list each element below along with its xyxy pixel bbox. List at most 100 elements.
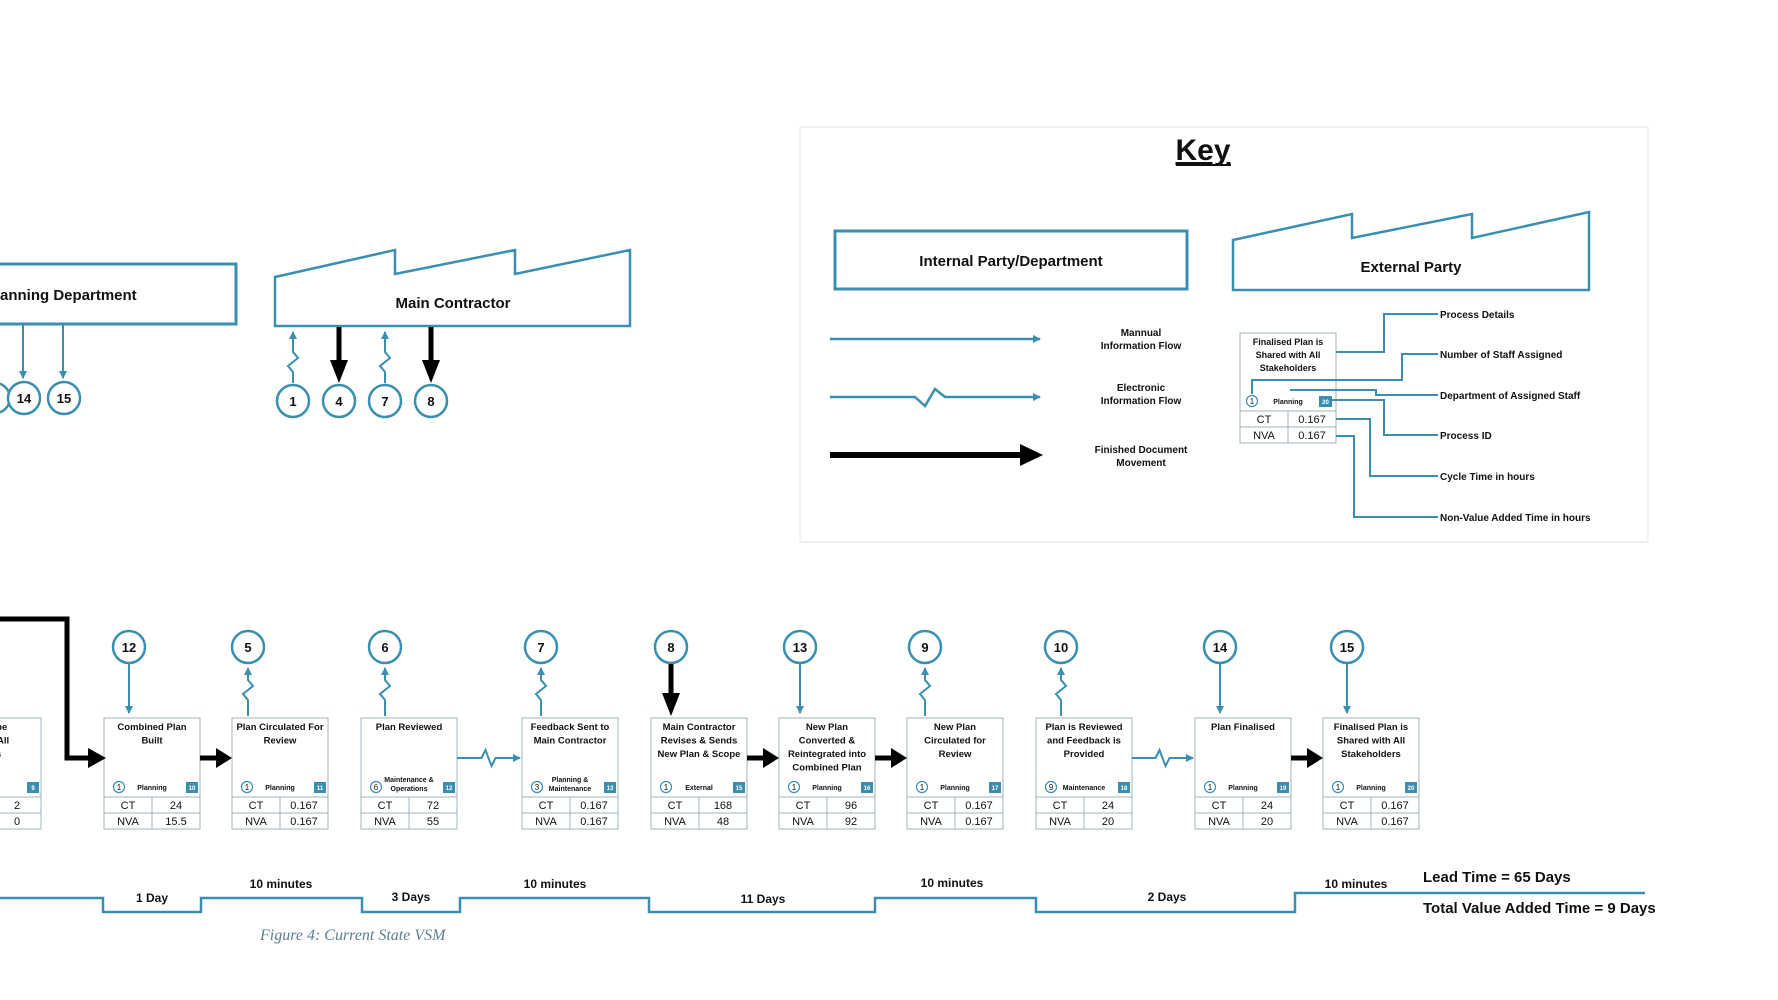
- key-example-staff-circle: [1245, 394, 1259, 408]
- key-example-id: 20: [1322, 400, 1329, 406]
- cycle-time-value: 24: [1261, 800, 1273, 812]
- timeline-segment-8: 10 minutes: [1325, 877, 1388, 891]
- process-id: 16: [864, 786, 871, 792]
- department-label: Planning: [940, 785, 970, 792]
- department-label: Planning: [137, 785, 167, 792]
- staff-count-circle: [1331, 780, 1345, 794]
- step-number-circle: [1043, 629, 1079, 665]
- document-flow-arrowhead: [1020, 444, 1043, 466]
- planning-circle-15-label: 15: [57, 391, 71, 406]
- staff-count: 1: [920, 783, 925, 792]
- process-id: 17: [992, 786, 999, 792]
- cycle-time-value: 0.167: [965, 800, 993, 812]
- department-label: Maintenance: [549, 786, 592, 793]
- timeline-segment-3: 3 Days: [392, 890, 431, 904]
- staff-count: 1: [664, 783, 669, 792]
- process-id: 20: [1408, 786, 1415, 792]
- contractor-circle-1: [275, 383, 311, 419]
- nva-time-value: 0.167: [965, 816, 993, 828]
- electronic-flow-arrow: [1132, 747, 1194, 769]
- document-flow-label-2: Movement: [1116, 458, 1166, 469]
- process-box-frame: [0, 717, 42, 830]
- ct-label: CT: [249, 800, 264, 812]
- staff-count: 6: [374, 783, 379, 792]
- process-id-badge: [989, 782, 1001, 793]
- process-id-badge: [604, 782, 616, 793]
- ct-label: CT: [1340, 800, 1355, 812]
- total-value-added-time: Total Value Added Time = 9 Days: [1423, 900, 1656, 917]
- process-title-line: Revises & Sends: [661, 736, 738, 747]
- process-title-line: nes: [0, 749, 1, 760]
- ct-label: CT: [1212, 800, 1227, 812]
- process-row: Scoperom Allnesing9CT2NVA0Combined PlanB…: [0, 629, 1420, 830]
- nva-time-value: 0: [14, 816, 20, 828]
- department-label: External: [685, 785, 713, 792]
- staff-count: 1: [1208, 783, 1213, 792]
- main-contractor: Main Contractor 1 4 7 8: [273, 248, 632, 419]
- cycle-time-value: 2: [14, 800, 20, 812]
- cycle-time-value: 0.167: [1381, 800, 1409, 812]
- nva-label: NVA: [374, 816, 396, 828]
- document-push-arrowhead: [763, 748, 779, 768]
- staff-count-circle: [369, 780, 383, 794]
- step-number: 9: [921, 640, 928, 655]
- document-push-arrowhead: [1307, 748, 1323, 768]
- process-id: 18: [1121, 786, 1128, 792]
- process-title-line: Reintegrated into: [788, 749, 866, 760]
- staff-count-circle: [1044, 780, 1058, 794]
- callout-process-details: Process Details: [1440, 310, 1515, 321]
- ct-label: CT: [668, 800, 683, 812]
- staff-count: 1: [245, 783, 250, 792]
- callout-staff-count: Number of Staff Assigned: [1440, 350, 1562, 361]
- process-id-badge: [186, 782, 198, 793]
- electronic-flow-arrow: [378, 667, 392, 716]
- ct-label: CT: [1053, 800, 1068, 812]
- step-number-circle: [523, 629, 559, 665]
- process-title-line: Plan is Reviewed: [1045, 722, 1122, 733]
- step-number-circle: [782, 629, 818, 665]
- step-number-circle: [1329, 629, 1365, 665]
- planning-circle-14-label: 14: [17, 391, 32, 406]
- ct-label: CT: [796, 800, 811, 812]
- key-example-title-1: Finalised Plan is: [1253, 337, 1324, 347]
- department-label: Planning &: [552, 777, 589, 784]
- process-id-badge: [27, 782, 39, 793]
- step-number: 12: [122, 640, 136, 655]
- nva-label: NVA: [920, 816, 942, 828]
- electronic-flow-arrow: [918, 667, 932, 716]
- staff-count-circle: [112, 780, 126, 794]
- electronic-flow-arrow: [241, 667, 255, 716]
- planning-department-label: anning Department: [0, 287, 137, 304]
- nva-label: NVA: [245, 816, 267, 828]
- step-number: 10: [1054, 640, 1068, 655]
- key-title: Key: [1175, 134, 1230, 167]
- step-number: 8: [667, 640, 674, 655]
- nva-time-value: 55: [427, 816, 439, 828]
- staff-count-circle: [787, 780, 801, 794]
- process-title-line: Main Contractor: [663, 722, 736, 733]
- nva-label: NVA: [535, 816, 557, 828]
- main-contractor-label: Main Contractor: [395, 295, 510, 312]
- process-id-badge: [1118, 782, 1130, 793]
- nva-label: NVA: [664, 816, 686, 828]
- electronic-flow-label-2: Information Flow: [1101, 396, 1182, 407]
- nva-label: NVA: [1208, 816, 1230, 828]
- callout-cycle-time: Cycle Time in hours: [1440, 472, 1535, 483]
- manual-flow-label-1: Mannual: [1121, 328, 1162, 339]
- staff-count-circle: [915, 780, 929, 794]
- key-example-box: Finalised Plan is Shared with All Stakeh…: [1239, 332, 1337, 444]
- loop-document-arrowhead: [88, 748, 106, 768]
- step-number: 14: [1213, 640, 1228, 655]
- key-internal-label: Internal Party/Department: [919, 253, 1102, 270]
- document-flow-label-1: Finished Document: [1095, 445, 1188, 456]
- step-number: 13: [793, 640, 807, 655]
- ct-label: CT: [378, 800, 393, 812]
- process-id: 15: [736, 786, 743, 792]
